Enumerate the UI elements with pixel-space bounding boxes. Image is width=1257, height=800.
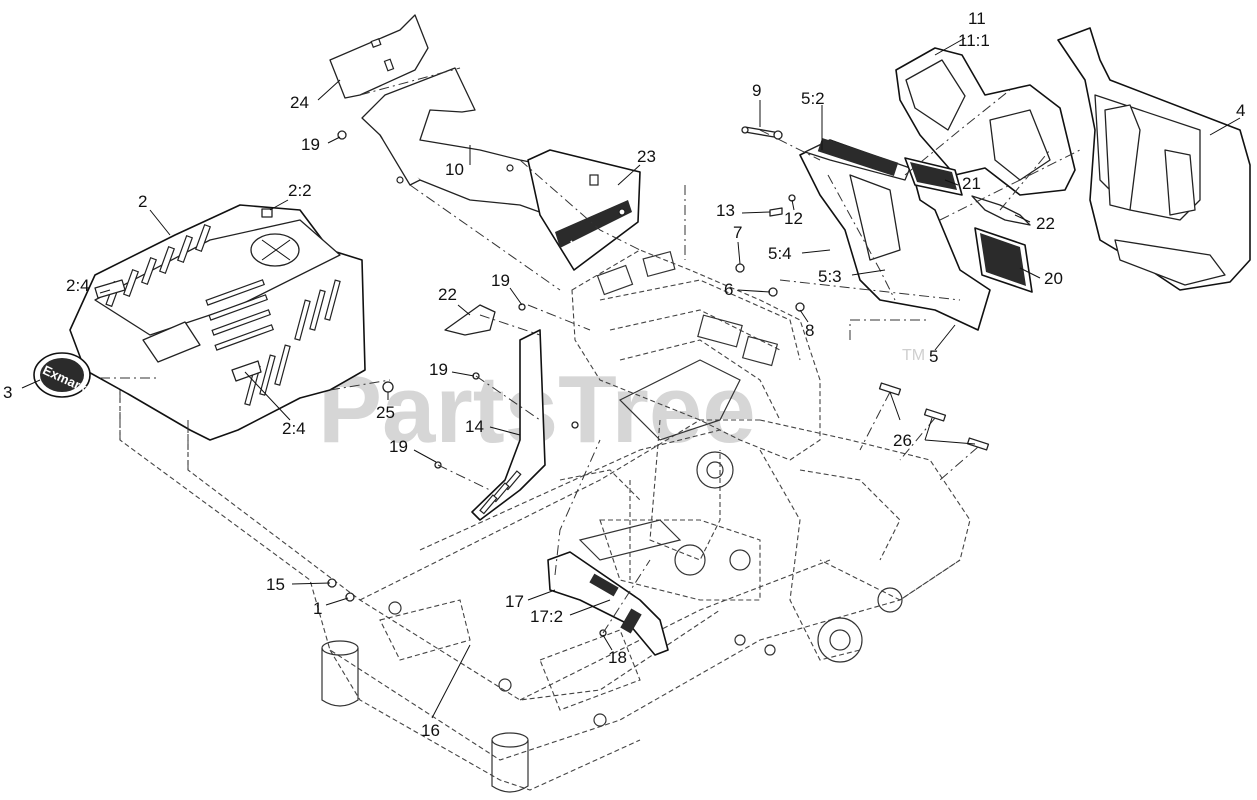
callout-20[interactable]: 20 bbox=[1044, 269, 1063, 288]
watermark-trademark: TM bbox=[902, 347, 925, 364]
callout-15[interactable]: 15 bbox=[266, 575, 285, 594]
callout-5-3[interactable]: 5:3 bbox=[818, 267, 842, 286]
part-3-logo-badge: Exmark bbox=[33, 352, 91, 398]
callout-labels: 24 19 10 23 9 5:2 11 11:1 4 2 2:2 2:4 3 … bbox=[3, 9, 1245, 740]
callout-17[interactable]: 17 bbox=[505, 592, 524, 611]
callout-12[interactable]: 12 bbox=[784, 209, 803, 228]
callout-18[interactable]: 18 bbox=[608, 648, 627, 667]
callout-2-2[interactable]: 2:2 bbox=[288, 181, 312, 200]
callout-22-right[interactable]: 22 bbox=[1036, 214, 1055, 233]
callout-10[interactable]: 10 bbox=[445, 160, 464, 179]
callout-24[interactable]: 24 bbox=[290, 93, 309, 112]
part-2-front-cover bbox=[69, 204, 366, 441]
watermark: PartsTree TM bbox=[318, 347, 925, 463]
callout-19-low[interactable]: 19 bbox=[389, 437, 408, 456]
part-26-tabs bbox=[878, 382, 990, 451]
part-22-bracket-left bbox=[444, 304, 496, 336]
part-9-bolt bbox=[741, 126, 783, 140]
callout-5-2[interactable]: 5:2 bbox=[801, 89, 825, 108]
part-24-plate bbox=[329, 14, 429, 99]
hardware bbox=[327, 130, 805, 637]
callout-13[interactable]: 13 bbox=[716, 201, 735, 220]
callout-21[interactable]: 21 bbox=[962, 174, 981, 193]
part-10-bracket bbox=[361, 67, 549, 216]
part-11-side-panel bbox=[895, 47, 1076, 196]
part-21-grill bbox=[904, 157, 963, 196]
callout-7[interactable]: 7 bbox=[733, 223, 742, 242]
callout-2[interactable]: 2 bbox=[138, 192, 147, 211]
upper-frame bbox=[559, 249, 821, 601]
callout-11-1[interactable]: 11:1 bbox=[958, 31, 990, 50]
callout-9[interactable]: 9 bbox=[752, 81, 761, 100]
callout-19-left[interactable]: 19 bbox=[429, 360, 448, 379]
callout-17-2[interactable]: 17:2 bbox=[530, 607, 563, 626]
callout-leaders bbox=[21, 37, 1241, 719]
callout-16[interactable]: 16 bbox=[421, 721, 440, 740]
callout-19-top[interactable]: 19 bbox=[301, 135, 320, 154]
callout-14[interactable]: 14 bbox=[465, 417, 484, 436]
part-22-bracket-right bbox=[971, 195, 1031, 226]
callout-25[interactable]: 25 bbox=[376, 403, 395, 422]
callout-6[interactable]: 6 bbox=[724, 280, 733, 299]
callout-26[interactable]: 26 bbox=[893, 431, 912, 450]
callout-4[interactable]: 4 bbox=[1236, 101, 1245, 120]
part-23-decal-plate: Lazer Z bbox=[527, 149, 641, 271]
callout-2-4-bottom[interactable]: 2:4 bbox=[282, 419, 306, 438]
alignment-lines bbox=[100, 67, 1081, 634]
part-17-lower-panel bbox=[547, 551, 669, 656]
callout-23[interactable]: 23 bbox=[637, 147, 656, 166]
callout-22-left[interactable]: 22 bbox=[438, 285, 457, 304]
callout-2-4-top[interactable]: 2:4 bbox=[66, 276, 90, 295]
part-20-grill bbox=[974, 227, 1033, 293]
callout-19-mid[interactable]: 19 bbox=[491, 271, 510, 290]
callout-5[interactable]: 5 bbox=[929, 347, 938, 366]
callout-1[interactable]: 1 bbox=[313, 599, 322, 618]
callout-11[interactable]: 11 bbox=[968, 9, 986, 28]
part-4-rear-shroud bbox=[1057, 27, 1251, 291]
callout-5-4[interactable]: 5:4 bbox=[768, 244, 792, 263]
callout-3[interactable]: 3 bbox=[3, 383, 12, 402]
part-14-side-plate bbox=[471, 329, 546, 521]
callout-8[interactable]: 8 bbox=[805, 321, 814, 340]
part-5-console bbox=[799, 137, 991, 331]
